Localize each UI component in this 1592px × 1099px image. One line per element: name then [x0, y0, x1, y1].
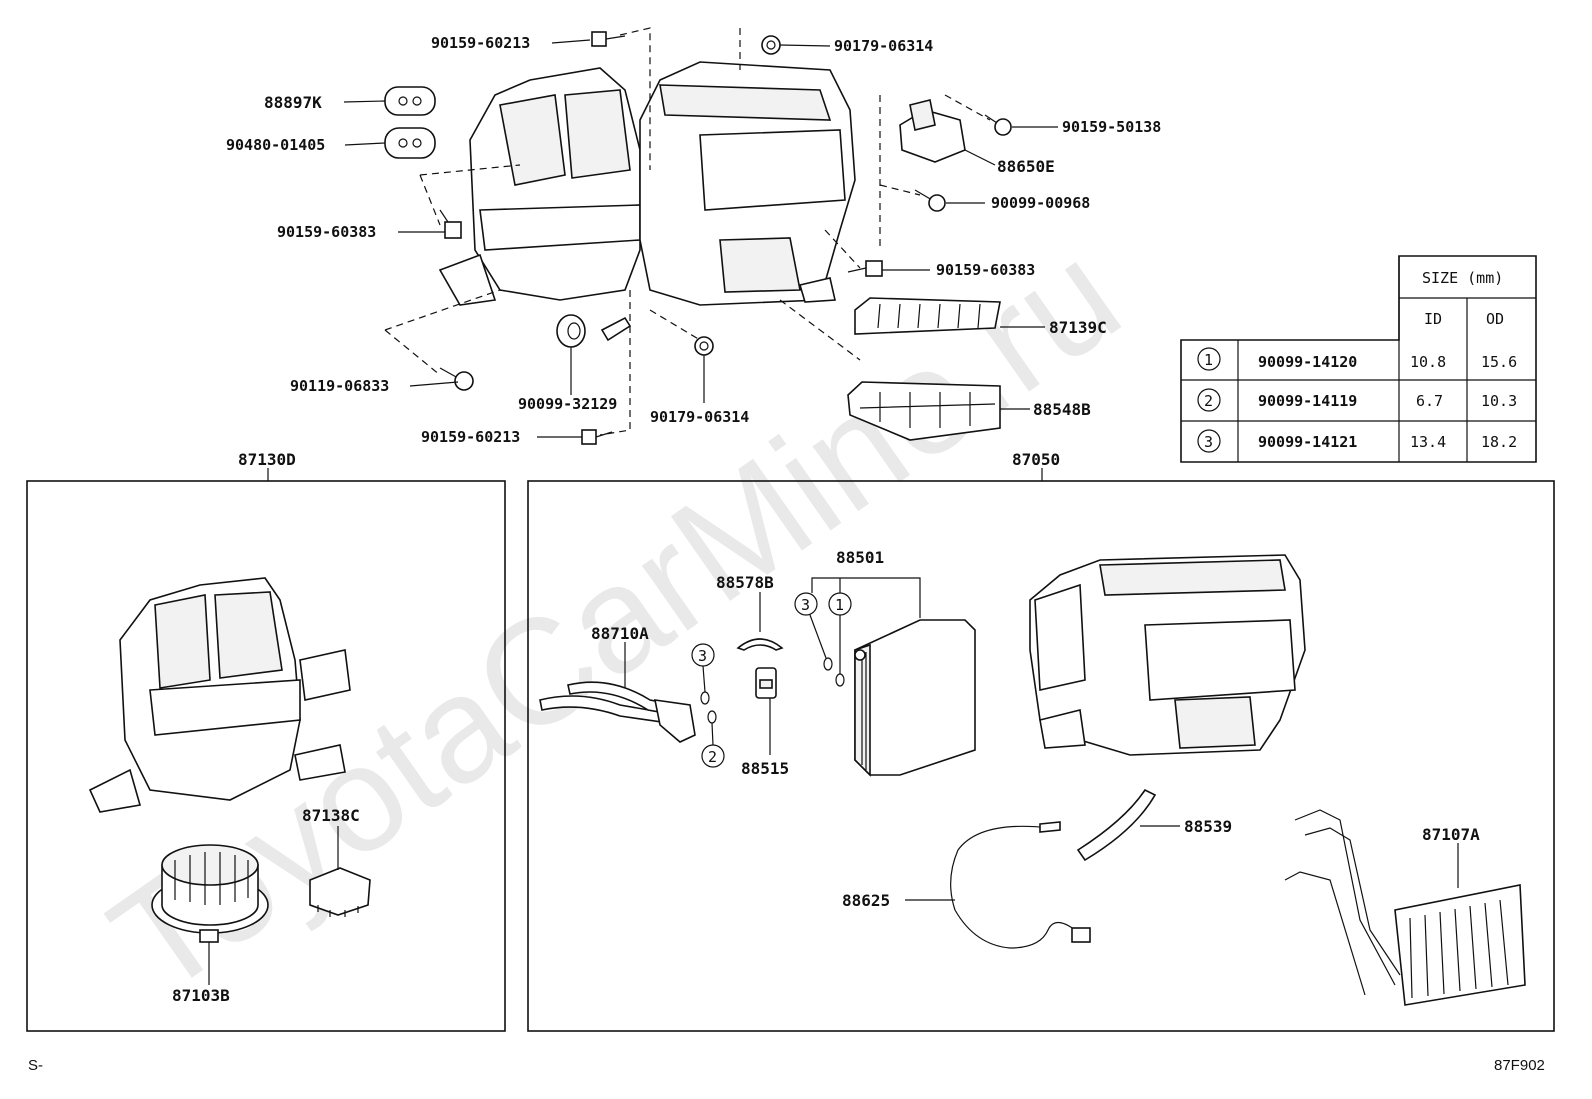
- grommet-icon: [384, 127, 436, 159]
- label-88710A: 88710A: [591, 624, 649, 643]
- size-table-row-part: 90099-14121: [1258, 433, 1357, 451]
- size-table-col-id: ID: [1424, 310, 1442, 328]
- size-table-row-num: 3: [1204, 433, 1213, 451]
- nut-icon: [694, 336, 714, 356]
- label-90159-50138: 90159-50138: [1062, 118, 1161, 136]
- bolt-icon: [439, 209, 462, 239]
- label-90480-01405: 90480-01405: [226, 136, 325, 154]
- size-table-row-id: 13.4: [1410, 433, 1446, 451]
- size-table-row-id: 10.8: [1410, 353, 1446, 371]
- bolt-icon: [847, 260, 883, 277]
- label-87138C: 87138C: [302, 806, 360, 825]
- size-table-row-id: 6.7: [1416, 392, 1443, 410]
- label-90099-00968: 90099-00968: [991, 194, 1090, 212]
- drain-hose-icon: [1076, 788, 1157, 862]
- box-87130D: 87130D 87103B 87138C: [26, 450, 506, 1032]
- nut-icon: [761, 35, 781, 55]
- callout-circle-3: 3: [691, 643, 715, 693]
- box-87050: 87050 88710A 3 2 88578B: [527, 450, 1555, 1032]
- blower-motor-icon: [151, 844, 269, 943]
- actuator-icon: [899, 99, 966, 163]
- clamp-icon: [736, 638, 784, 651]
- size-table-row-num: 1: [1204, 351, 1213, 369]
- thermistor-icon: [950, 821, 1091, 949]
- filter-frame-icon: [847, 381, 1001, 441]
- dashed-guides: [384, 27, 991, 436]
- label-88501: 88501: [836, 548, 884, 567]
- size-table-col-od: OD: [1486, 310, 1504, 328]
- size-table-row-num: 2: [1204, 392, 1213, 410]
- expansion-valve-icon: [755, 667, 777, 699]
- blower-resistor-icon: [309, 867, 371, 917]
- label-88578B: 88578B: [716, 573, 774, 592]
- label-87103B: 87103B: [172, 986, 230, 1005]
- screw-icon: [984, 114, 1012, 136]
- screw-icon: [581, 429, 613, 445]
- label-88650E: 88650E: [997, 157, 1055, 176]
- fasteners-top: [384, 31, 1012, 445]
- screw-icon: [914, 189, 946, 212]
- blower-unit-icon: [88, 577, 351, 813]
- svg-text:3: 3: [698, 647, 707, 665]
- heater-unit-icon: [1029, 554, 1306, 756]
- svg-text:1: 1: [835, 596, 844, 614]
- bolt-icon: [439, 367, 474, 391]
- heater-unit-assembly: [438, 61, 856, 306]
- svg-text:2: 2: [708, 748, 717, 766]
- label-90179-06314: 90179-06314: [834, 37, 933, 55]
- label-90159-60213: 90159-60213: [431, 34, 530, 52]
- size-table-row-od: 18.2: [1481, 433, 1517, 451]
- label-90159-60383: 90159-60383: [936, 261, 1035, 279]
- top-labels: 90159-60213 90179-06314 88897K 90480-014…: [226, 34, 1161, 446]
- label-90159-60383: 90159-60383: [277, 223, 376, 241]
- label-90119-06833: 90119-06833: [290, 377, 389, 395]
- leader-lines-top: [343, 39, 1058, 438]
- svg-text:3: 3: [801, 596, 810, 614]
- size-table-title: SIZE (mm): [1422, 269, 1503, 287]
- callout-circle-3: 3: [794, 592, 827, 659]
- label-88515: 88515: [741, 759, 789, 778]
- corner-code-left: S-: [28, 1057, 43, 1074]
- air-filter-icon: [854, 297, 1001, 335]
- refrigerant-pipe-icon: [539, 681, 696, 743]
- grommet-icon: [384, 86, 436, 116]
- screw-icon: [591, 31, 626, 47]
- label-90099-32129: 90099-32129: [518, 395, 617, 413]
- o-ring-icon: [700, 691, 717, 724]
- size-table-row-od: 10.3: [1481, 392, 1517, 410]
- label-88897K: 88897K: [264, 93, 322, 112]
- label-87050: 87050: [1012, 450, 1060, 469]
- size-table-row-part: 90099-14120: [1258, 353, 1357, 371]
- o-ring-icon: [823, 657, 845, 687]
- label-87139C: 87139C: [1049, 318, 1107, 337]
- callout-circle-2: 2: [701, 722, 725, 768]
- label-90179-06314: 90179-06314: [650, 408, 749, 426]
- evaporator-icon: [854, 619, 976, 777]
- label-88548B: 88548B: [1033, 400, 1091, 419]
- corner-code-right: 87F902: [1494, 1057, 1545, 1074]
- label-88625: 88625: [842, 891, 890, 910]
- label-90159-60213: 90159-60213: [421, 428, 520, 446]
- label-87130D: 87130D: [238, 450, 296, 469]
- label-87107A: 87107A: [1422, 825, 1480, 844]
- size-table-row-od: 15.6: [1481, 353, 1517, 371]
- size-table-row-part: 90099-14119: [1258, 392, 1357, 410]
- heater-core-icon: [1284, 809, 1526, 1006]
- size-table: SIZE (mm) ID OD 1 90099-14120 10.8 15.6 …: [1180, 255, 1537, 463]
- grommet-icon: [556, 314, 632, 348]
- label-88539: 88539: [1184, 817, 1232, 836]
